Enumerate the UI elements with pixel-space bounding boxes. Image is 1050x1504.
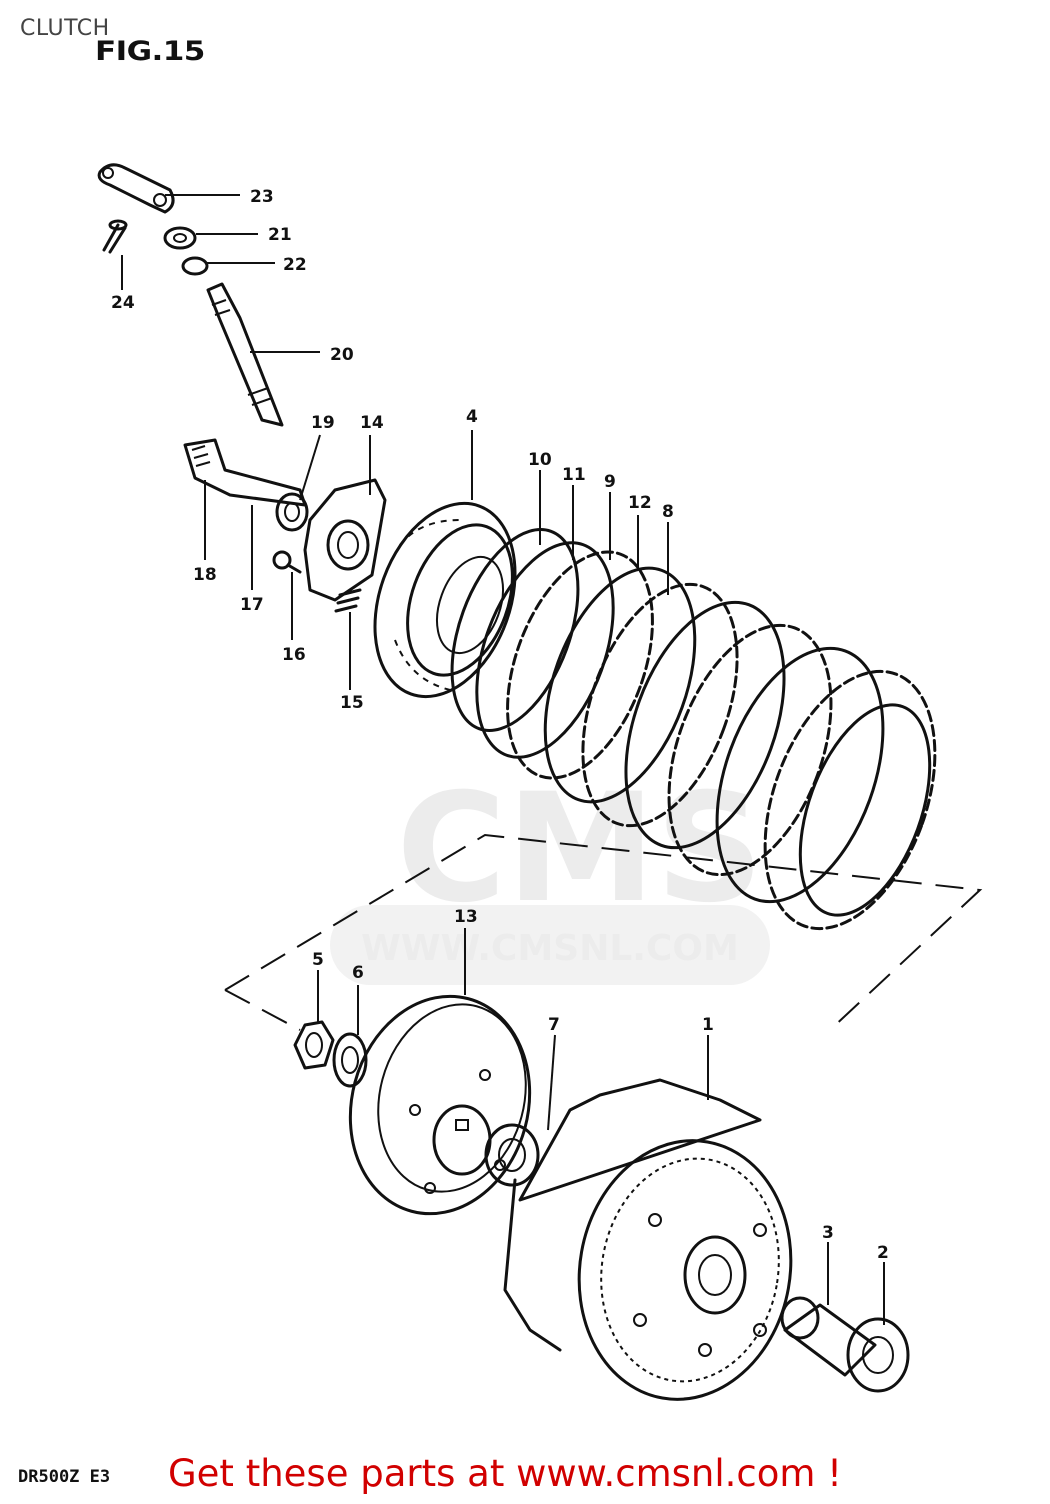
callout-23: 23 bbox=[250, 187, 274, 207]
callout-14: 14 bbox=[360, 413, 384, 433]
driven-gear-plate bbox=[348, 994, 532, 1216]
section-title: CLUTCH bbox=[20, 16, 110, 41]
clutch-housing bbox=[503, 1078, 793, 1401]
callout-3: 3 bbox=[822, 1223, 834, 1243]
screw bbox=[102, 219, 128, 254]
callout-4: 4 bbox=[466, 407, 478, 427]
callout-24: 24 bbox=[111, 293, 135, 313]
thrust-washer bbox=[484, 1123, 540, 1187]
assembly-boundary bbox=[224, 833, 983, 1031]
callout-21: 21 bbox=[268, 225, 292, 245]
release-arm bbox=[97, 163, 175, 214]
callout-11: 11 bbox=[562, 465, 586, 485]
callout-7: 7 bbox=[548, 1015, 560, 1035]
bushing-and-washer bbox=[163, 226, 209, 276]
callout-18: 18 bbox=[193, 565, 217, 585]
sleeve-hub bbox=[373, 501, 517, 699]
bolt-and-spring bbox=[272, 550, 362, 613]
callout-12: 12 bbox=[628, 493, 652, 513]
callout-20: 20 bbox=[330, 345, 354, 365]
nut-and-lock-washer bbox=[293, 1020, 368, 1088]
release-shaft bbox=[206, 282, 284, 427]
watermark-url: WWW.CMSNL.COM bbox=[361, 928, 739, 969]
callout-10: 10 bbox=[528, 450, 552, 470]
watermark: CMS WWW.CMSNL.COM bbox=[330, 762, 770, 985]
callout-15: 15 bbox=[340, 693, 364, 713]
callout-labels: 23 21 22 24 20 19 14 4 10 11 9 12 8 18 1… bbox=[111, 187, 889, 1263]
callout-22: 22 bbox=[283, 255, 307, 275]
callout-6: 6 bbox=[352, 963, 364, 983]
bearing bbox=[275, 492, 309, 532]
model-code: DR500Z E3 bbox=[18, 1467, 111, 1487]
callout-9: 9 bbox=[604, 472, 616, 492]
callout-5: 5 bbox=[312, 950, 324, 970]
leader-lines bbox=[121, 194, 885, 1325]
clutch-plate-stack bbox=[450, 528, 937, 931]
callout-16: 16 bbox=[282, 645, 306, 665]
spacer-and-washer bbox=[780, 1296, 910, 1393]
call-to-action-link[interactable]: Get these parts at www.cmsnl.com ! bbox=[168, 1452, 843, 1495]
callout-8: 8 bbox=[662, 502, 674, 522]
pressure-plate bbox=[303, 478, 387, 602]
callout-17: 17 bbox=[240, 595, 264, 615]
figure-label: FIG.15 bbox=[95, 36, 205, 67]
callout-2: 2 bbox=[877, 1243, 889, 1263]
callout-19: 19 bbox=[311, 413, 335, 433]
callout-1: 1 bbox=[702, 1015, 714, 1035]
callout-13: 13 bbox=[454, 907, 478, 927]
